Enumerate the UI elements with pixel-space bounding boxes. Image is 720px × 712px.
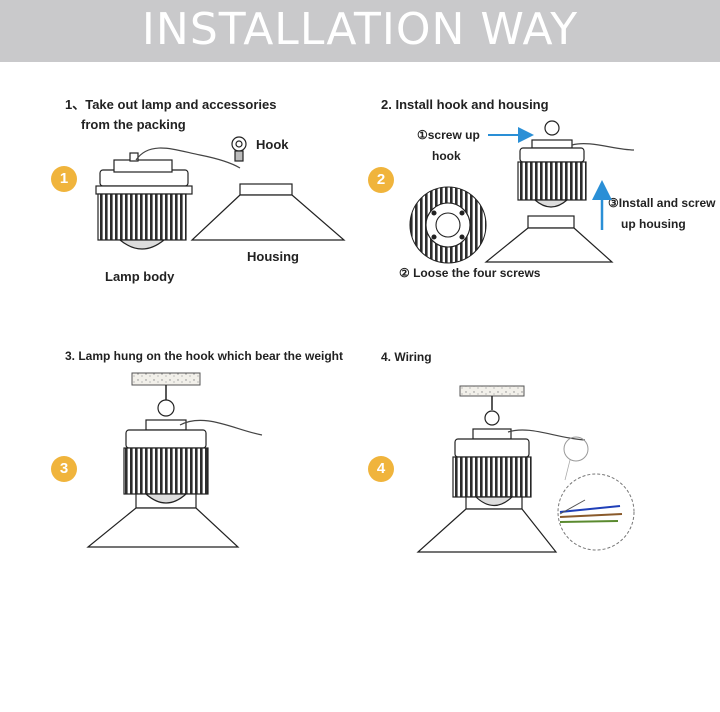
step2-housing: [484, 215, 614, 263]
step1-hook-label: Hook: [256, 137, 289, 152]
step4-cable: [507, 429, 586, 441]
step4-lamp: [416, 410, 558, 553]
step1-hook: [231, 136, 247, 162]
step4-zoom-connector: [564, 459, 571, 481]
step4-ceiling-beam: [459, 385, 525, 397]
step3-badge: 3: [51, 456, 77, 482]
step3-title: 3. Lamp hung on the hook which bear the …: [65, 349, 344, 363]
step2-install-label-line1: ③Install and screw: [608, 196, 716, 210]
title-banner: INSTALLATION WAY: [0, 0, 720, 62]
step2-cable: [571, 143, 635, 151]
step4-wiring-detail: [557, 473, 635, 551]
step1-badge: 1: [51, 166, 77, 192]
step1-lamp-body: [95, 152, 193, 250]
step2-title: 2. Install hook and housing: [381, 97, 549, 112]
step4-badge: 4: [368, 456, 394, 482]
step2-hook-label: hook: [432, 149, 461, 163]
step2-screw-up-label: ①screw up: [417, 128, 480, 142]
step1-cable: [135, 147, 241, 169]
step2-top-view: [409, 186, 487, 264]
step2-badge: 2: [368, 167, 394, 193]
step2-loose-screws-label: ② Loose the four screws: [399, 266, 541, 280]
step1-lamp-body-label: Lamp body: [105, 269, 175, 284]
step3-ceiling-beam: [131, 372, 201, 386]
step3-lamp: [86, 399, 240, 548]
step4-zoom-source: [563, 436, 589, 462]
step1-title-line1: 1、Take out lamp and accessories: [65, 97, 277, 112]
step4-title: 4. Wiring: [381, 350, 432, 364]
step1-housing: [190, 183, 346, 241]
step3-cable: [179, 419, 263, 436]
step2-install-label-line2: up housing: [621, 217, 686, 231]
page-title: INSTALLATION WAY: [141, 4, 579, 55]
step1-title-line2: from the packing: [81, 117, 186, 132]
step1-housing-label: Housing: [247, 249, 299, 264]
step4-wires: [559, 499, 623, 523]
step2-lamp: [517, 120, 587, 208]
